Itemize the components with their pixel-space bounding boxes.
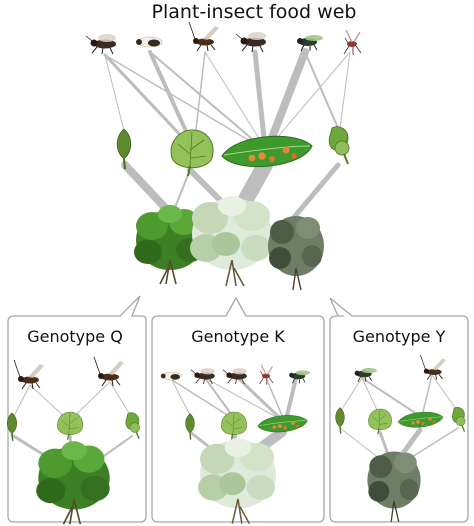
shrub-pale-icon (189, 195, 273, 287)
y-insect-1-icon (354, 367, 378, 383)
y-leaf-bud-icon (334, 406, 346, 435)
k-insect-4-icon (259, 364, 274, 386)
y-leaf-long-icon (397, 411, 444, 428)
k-insect-2-icon (190, 367, 216, 385)
q-leaf-gall-icon (125, 412, 141, 440)
panel-q-frame (7, 295, 147, 523)
insect-5-icon (296, 34, 324, 52)
main-food-web: Plant-insect food web (85, 1, 362, 291)
panel-genotype-y: Genotype Y (334, 327, 466, 523)
panel-q-label: Genotype Q (27, 327, 123, 346)
leaf-long-icon (221, 135, 313, 168)
k-insect-5-icon (288, 369, 311, 384)
k-insect-3-icon (222, 367, 248, 385)
insect-6-icon (343, 29, 362, 56)
panel-y-label: Genotype Y (353, 327, 446, 346)
panel-frames (7, 295, 469, 523)
main-leaves (116, 125, 350, 177)
main-shrubs (133, 195, 325, 291)
q-insect-1-icon (13, 359, 45, 390)
leaf-gall-icon (328, 125, 350, 165)
q-shrub-icon (35, 440, 111, 526)
main-links-insect-leaf (103, 48, 351, 152)
k-leaf-long-icon (257, 415, 308, 433)
panel-k-frame (151, 296, 325, 523)
leaf-bud-icon (116, 128, 132, 170)
insect-1-icon (85, 33, 117, 55)
main-title: Plant-insect food web (152, 1, 357, 23)
k-insect-1-icon (160, 371, 183, 381)
y-shrub-icon (366, 450, 422, 523)
panel-genotype-q: Genotype Q (6, 327, 141, 526)
panel-genotype-k: Genotype K (160, 327, 311, 525)
insect-3-icon (188, 21, 220, 52)
shrub-grey-icon (267, 215, 325, 291)
insect-4-icon (235, 31, 267, 53)
panel-k-label: Genotype K (191, 327, 285, 346)
insect-2-icon (135, 36, 163, 48)
q-insect-2-icon (93, 356, 125, 387)
k-shrub-icon (197, 437, 277, 525)
panel-y-frame (329, 297, 469, 523)
main-insects (85, 21, 362, 56)
